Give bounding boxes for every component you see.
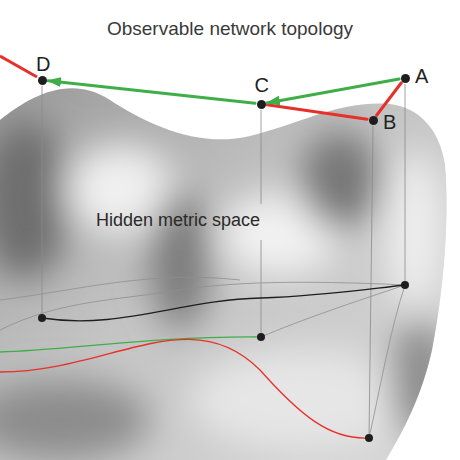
red-link [377, 83, 402, 115]
surface-shading [0, 120, 450, 460]
hidden-grey-paths [0, 277, 405, 438]
network-node: C [257, 100, 266, 109]
node-letter: C [255, 75, 269, 95]
network-node: B [369, 116, 378, 125]
network-node: D [38, 76, 47, 85]
red-link [267, 105, 367, 119]
geodesic-green [0, 337, 261, 352]
hidden-points [38, 281, 409, 442]
red-path-continuation [0, 56, 37, 77]
node-letter: A [415, 66, 428, 86]
geodesic-black [42, 285, 405, 321]
node-letter: D [36, 54, 50, 74]
geodesic-red [0, 339, 369, 438]
title: Observable network topology [0, 18, 460, 41]
projection-lines [42, 84, 405, 438]
green-link [267, 79, 399, 103]
network-node: A [401, 74, 410, 83]
node-letter: B [383, 112, 396, 132]
green-link [48, 81, 255, 104]
region-label: Hidden metric space [96, 210, 260, 232]
